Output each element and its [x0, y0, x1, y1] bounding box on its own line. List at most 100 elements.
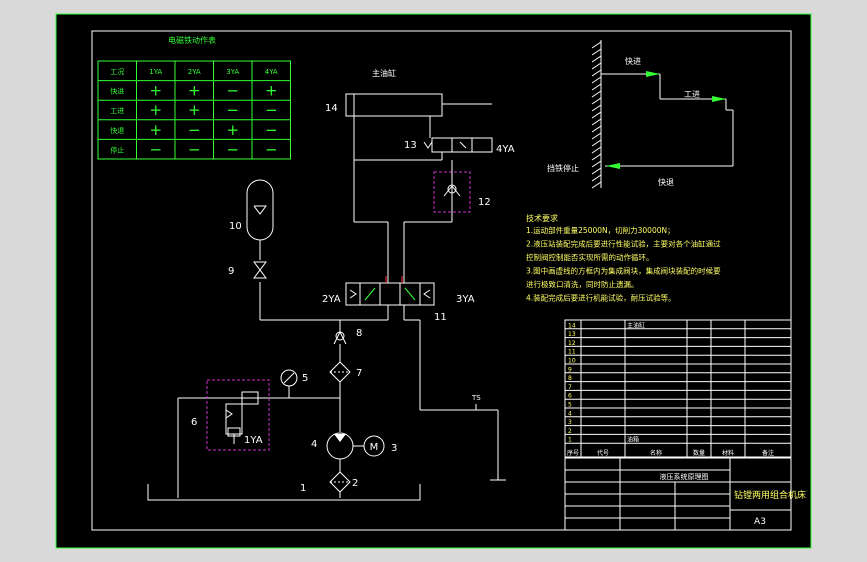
- solenoid-valve-13: [354, 137, 493, 161]
- action-table-header: 2YA: [188, 68, 201, 76]
- work-cycle-diagram: [591, 40, 734, 189]
- parts-list-header: 名称: [650, 449, 662, 457]
- pump-4: [326, 432, 364, 460]
- action-table-cell: +: [226, 121, 239, 139]
- action-table-cell: +: [188, 101, 201, 119]
- parts-list-no: 14: [568, 322, 576, 329]
- check-valve-8: [333, 330, 347, 362]
- motor-symbol: M: [370, 442, 379, 453]
- action-table-cell: −: [265, 121, 278, 139]
- cycle-stop: 挡铁停止: [547, 163, 579, 173]
- component-label: 2YA: [322, 294, 341, 305]
- title-block: [564, 456, 792, 531]
- component-label: 2: [352, 478, 358, 489]
- parts-list-frame: [564, 319, 792, 459]
- component-label: 13: [404, 140, 417, 151]
- tech-line: 3.图中画虚线的方框内为集成阀块，集成阀块装配的时候要: [526, 266, 721, 276]
- action-table-frame: [97, 60, 291, 160]
- parts-list-no: 2: [568, 428, 572, 435]
- action-table-cell: +: [265, 82, 278, 100]
- main-pipes: [259, 160, 452, 410]
- component-label: 14: [325, 103, 338, 114]
- parts-list-no: 12: [568, 340, 576, 347]
- action-table-cell: −: [188, 140, 201, 158]
- component-label: 8: [356, 328, 362, 339]
- parts-list-no: 7: [568, 384, 572, 391]
- tech-title: 技术要求: [526, 213, 558, 223]
- action-table-title: 电磁铁动作表: [168, 35, 216, 45]
- component-label: 4: [311, 439, 317, 450]
- action-table-cell: +: [149, 101, 162, 119]
- action-table-cell: −: [265, 101, 278, 119]
- sheet-inner-frame: [91, 30, 792, 531]
- tech-line: 4.装配完成后要进行机能试验，耐压试验等。: [526, 293, 676, 303]
- parts-list-header: 备注: [762, 449, 774, 457]
- parts-list-header: 材料: [722, 449, 734, 457]
- component-label: 11: [434, 312, 447, 323]
- tech-requirements: 1.运动部件重量25000N，切削力30000N； 2.液压站装配完成后要进行性能…: [526, 225, 721, 303]
- drawing-name: 液压系统原理图: [660, 472, 709, 481]
- stop-valve-9: [253, 261, 267, 279]
- sheet-size: A3: [754, 517, 766, 527]
- filter-7: [329, 361, 351, 432]
- parts-list-no: 13: [568, 331, 576, 338]
- parts-list-no: 6: [568, 393, 572, 400]
- component-label: 10: [229, 221, 242, 232]
- cycle-fast-return: 快退: [658, 177, 674, 187]
- check-valve-12: [443, 160, 461, 222]
- action-table-cell: −: [226, 101, 239, 119]
- action-table-cell: −: [149, 140, 162, 158]
- parts-list-no: 4: [568, 410, 572, 417]
- tech-line: 2.液压站装配完成后要进行性能试验，主要对各个油缸通过: [526, 239, 721, 249]
- parts-list-header: 数量: [693, 449, 705, 457]
- relief-valve-6: [225, 391, 259, 444]
- action-table-row-label: 快进: [110, 87, 124, 96]
- action-table-cell: −: [226, 140, 239, 158]
- action-table-header: 1YA: [149, 68, 162, 76]
- parts-list-no: 3: [568, 419, 572, 426]
- component-label: 6: [191, 417, 197, 428]
- action-table-cell: −: [226, 82, 239, 100]
- action-table-header: 4YA: [265, 68, 278, 76]
- component-label: 3: [391, 443, 397, 454]
- ts-branch: [420, 404, 506, 481]
- component-label: 4YA: [496, 144, 515, 155]
- sheet-outer-frame: [55, 13, 812, 549]
- parts-list-no: 9: [568, 366, 572, 373]
- action-table-row-label: 停止: [110, 145, 124, 154]
- parts-list-name: 主油缸: [627, 321, 645, 329]
- parts-list-no: 8: [568, 375, 572, 382]
- parts-list-header: 代号: [597, 449, 609, 457]
- component-label: 7: [356, 368, 362, 379]
- machine-name: 钻镗两用组合机床: [734, 489, 806, 501]
- component-label: 12: [478, 197, 491, 208]
- motor-3: M: [363, 435, 385, 457]
- pressure-gauge-5: [280, 369, 298, 398]
- action-table-cell: +: [149, 82, 162, 100]
- parts-list-header: 序号: [567, 449, 579, 457]
- action-table-cell: −: [188, 121, 201, 139]
- action-table-header: 工况: [110, 68, 124, 76]
- cycle-work-feed: 工进: [684, 90, 700, 99]
- action-table-header: 3YA: [226, 68, 239, 76]
- tank-1: [147, 484, 421, 501]
- filter-2: [329, 459, 351, 498]
- parts-list-name: 油箱: [627, 436, 639, 444]
- valve-block-6: [206, 379, 270, 451]
- parts-list-no: 11: [568, 349, 576, 356]
- component-label: 5: [302, 373, 308, 384]
- cylinder-title: 主油缸: [372, 68, 396, 78]
- action-table-row-label: 工进: [110, 107, 124, 115]
- tech-line: 控制阀控制能否实现所需的动作循环。: [526, 252, 654, 262]
- tech-line: 1.运动部件重量25000N，切削力30000N；: [526, 225, 675, 235]
- directional-valve-11: [345, 276, 435, 306]
- component-label: 1YA: [244, 435, 263, 446]
- action-table-cell: +: [149, 121, 162, 139]
- component-label: 9: [228, 266, 234, 277]
- component-label: 3YA: [456, 294, 475, 305]
- parts-list-no: 10: [568, 358, 576, 365]
